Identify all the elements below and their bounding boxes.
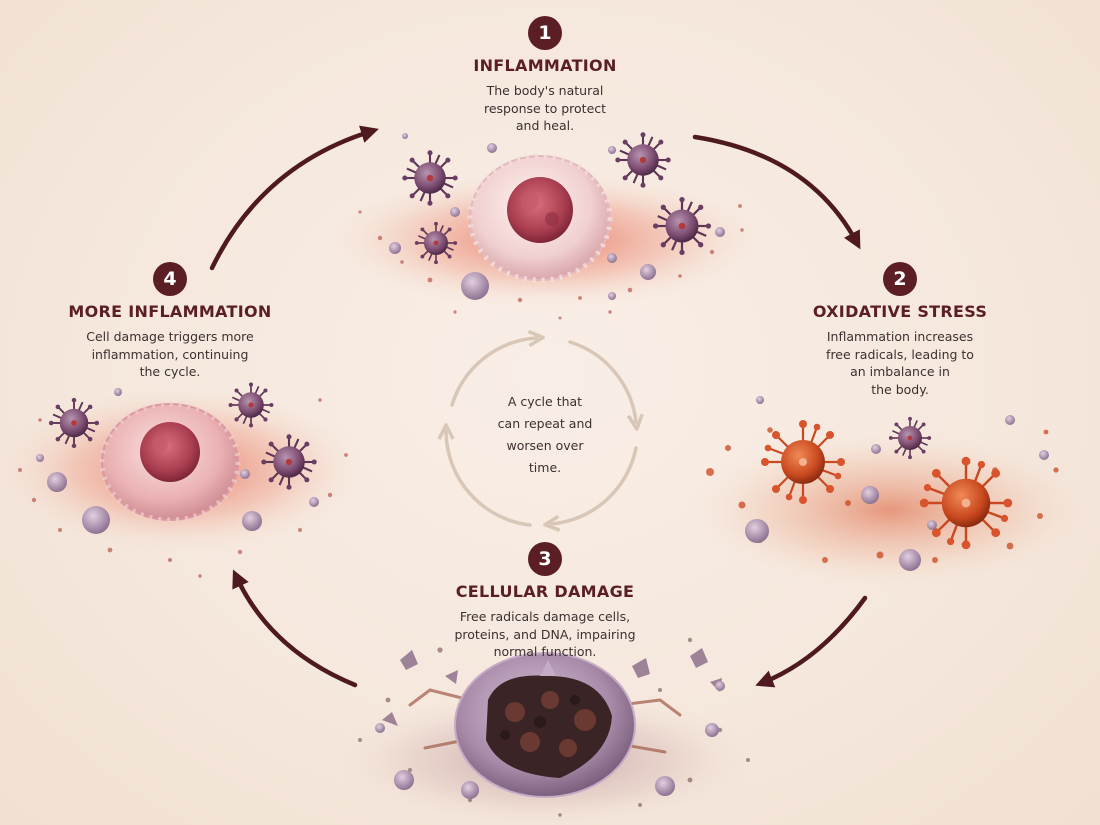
step-number-badge: 4 [153, 262, 187, 296]
step-title: MORE INFLAMMATION [68, 302, 272, 321]
step-title: OXIDATIVE STRESS [812, 302, 988, 321]
step-oxidative-stress: 2 OXIDATIVE STRESS Inflammation increase… [800, 262, 1000, 398]
damage-orbs [375, 681, 725, 799]
virus-icon [47, 396, 101, 450]
arrow-1-to-2 [692, 134, 861, 250]
step-title: INFLAMMATION [473, 56, 617, 75]
virus-icon [888, 416, 932, 460]
virus-icon [260, 433, 318, 491]
step-description: Cell damage triggers more inflammation, … [86, 329, 254, 379]
cellular-damage-illustration [325, 637, 765, 825]
virus-icon [614, 131, 672, 189]
free-radical-icon [918, 455, 1014, 551]
outer-cycle-arrows [209, 125, 868, 688]
step-inflammation: 1 INFLAMMATION The body's natural respon… [445, 16, 645, 135]
damaged-cell-icon [454, 652, 636, 798]
step-number-badge: 2 [883, 262, 917, 296]
more-inflammation-orbs [36, 388, 319, 534]
oxidative-stress-illustration [680, 396, 1100, 590]
inner-cycle-arrows [446, 338, 636, 525]
step-title: CELLULAR DAMAGE [455, 582, 635, 601]
step-number-badge: 1 [528, 16, 562, 50]
oxidative-orbs [745, 396, 1049, 571]
free-radical-icon [759, 418, 847, 506]
step-description: Inflammation increases free radicals, le… [826, 329, 974, 397]
virus-icon [227, 381, 275, 429]
inflamed-cell-icon [99, 401, 241, 523]
inflammation-illustration [320, 131, 770, 320]
step-cellular-damage: 3 CELLULAR DAMAGE Free radicals damage c… [430, 542, 660, 661]
virus-icon [651, 195, 713, 257]
step-description: The body's natural response to protect a… [483, 83, 607, 133]
arrow-4-to-1 [209, 125, 379, 271]
virus-icon [401, 149, 459, 207]
inflammation-orbs [389, 133, 725, 300]
step-more-inflammation: 4 MORE INFLAMMATION Cell damage triggers… [60, 262, 280, 381]
arrow-3-to-4 [232, 569, 358, 688]
arrow-2-to-3 [755, 595, 868, 688]
inflamed-cell-icon [467, 153, 613, 283]
step-number-badge: 3 [528, 542, 562, 576]
more-inflammation-illustration [0, 381, 370, 578]
step-description: Free radicals damage cells, proteins, an… [454, 609, 636, 659]
cycle-center-text: A cycle that can repeat and worsen over … [497, 394, 593, 475]
orb-large [461, 272, 489, 300]
virus-icon [414, 221, 458, 265]
